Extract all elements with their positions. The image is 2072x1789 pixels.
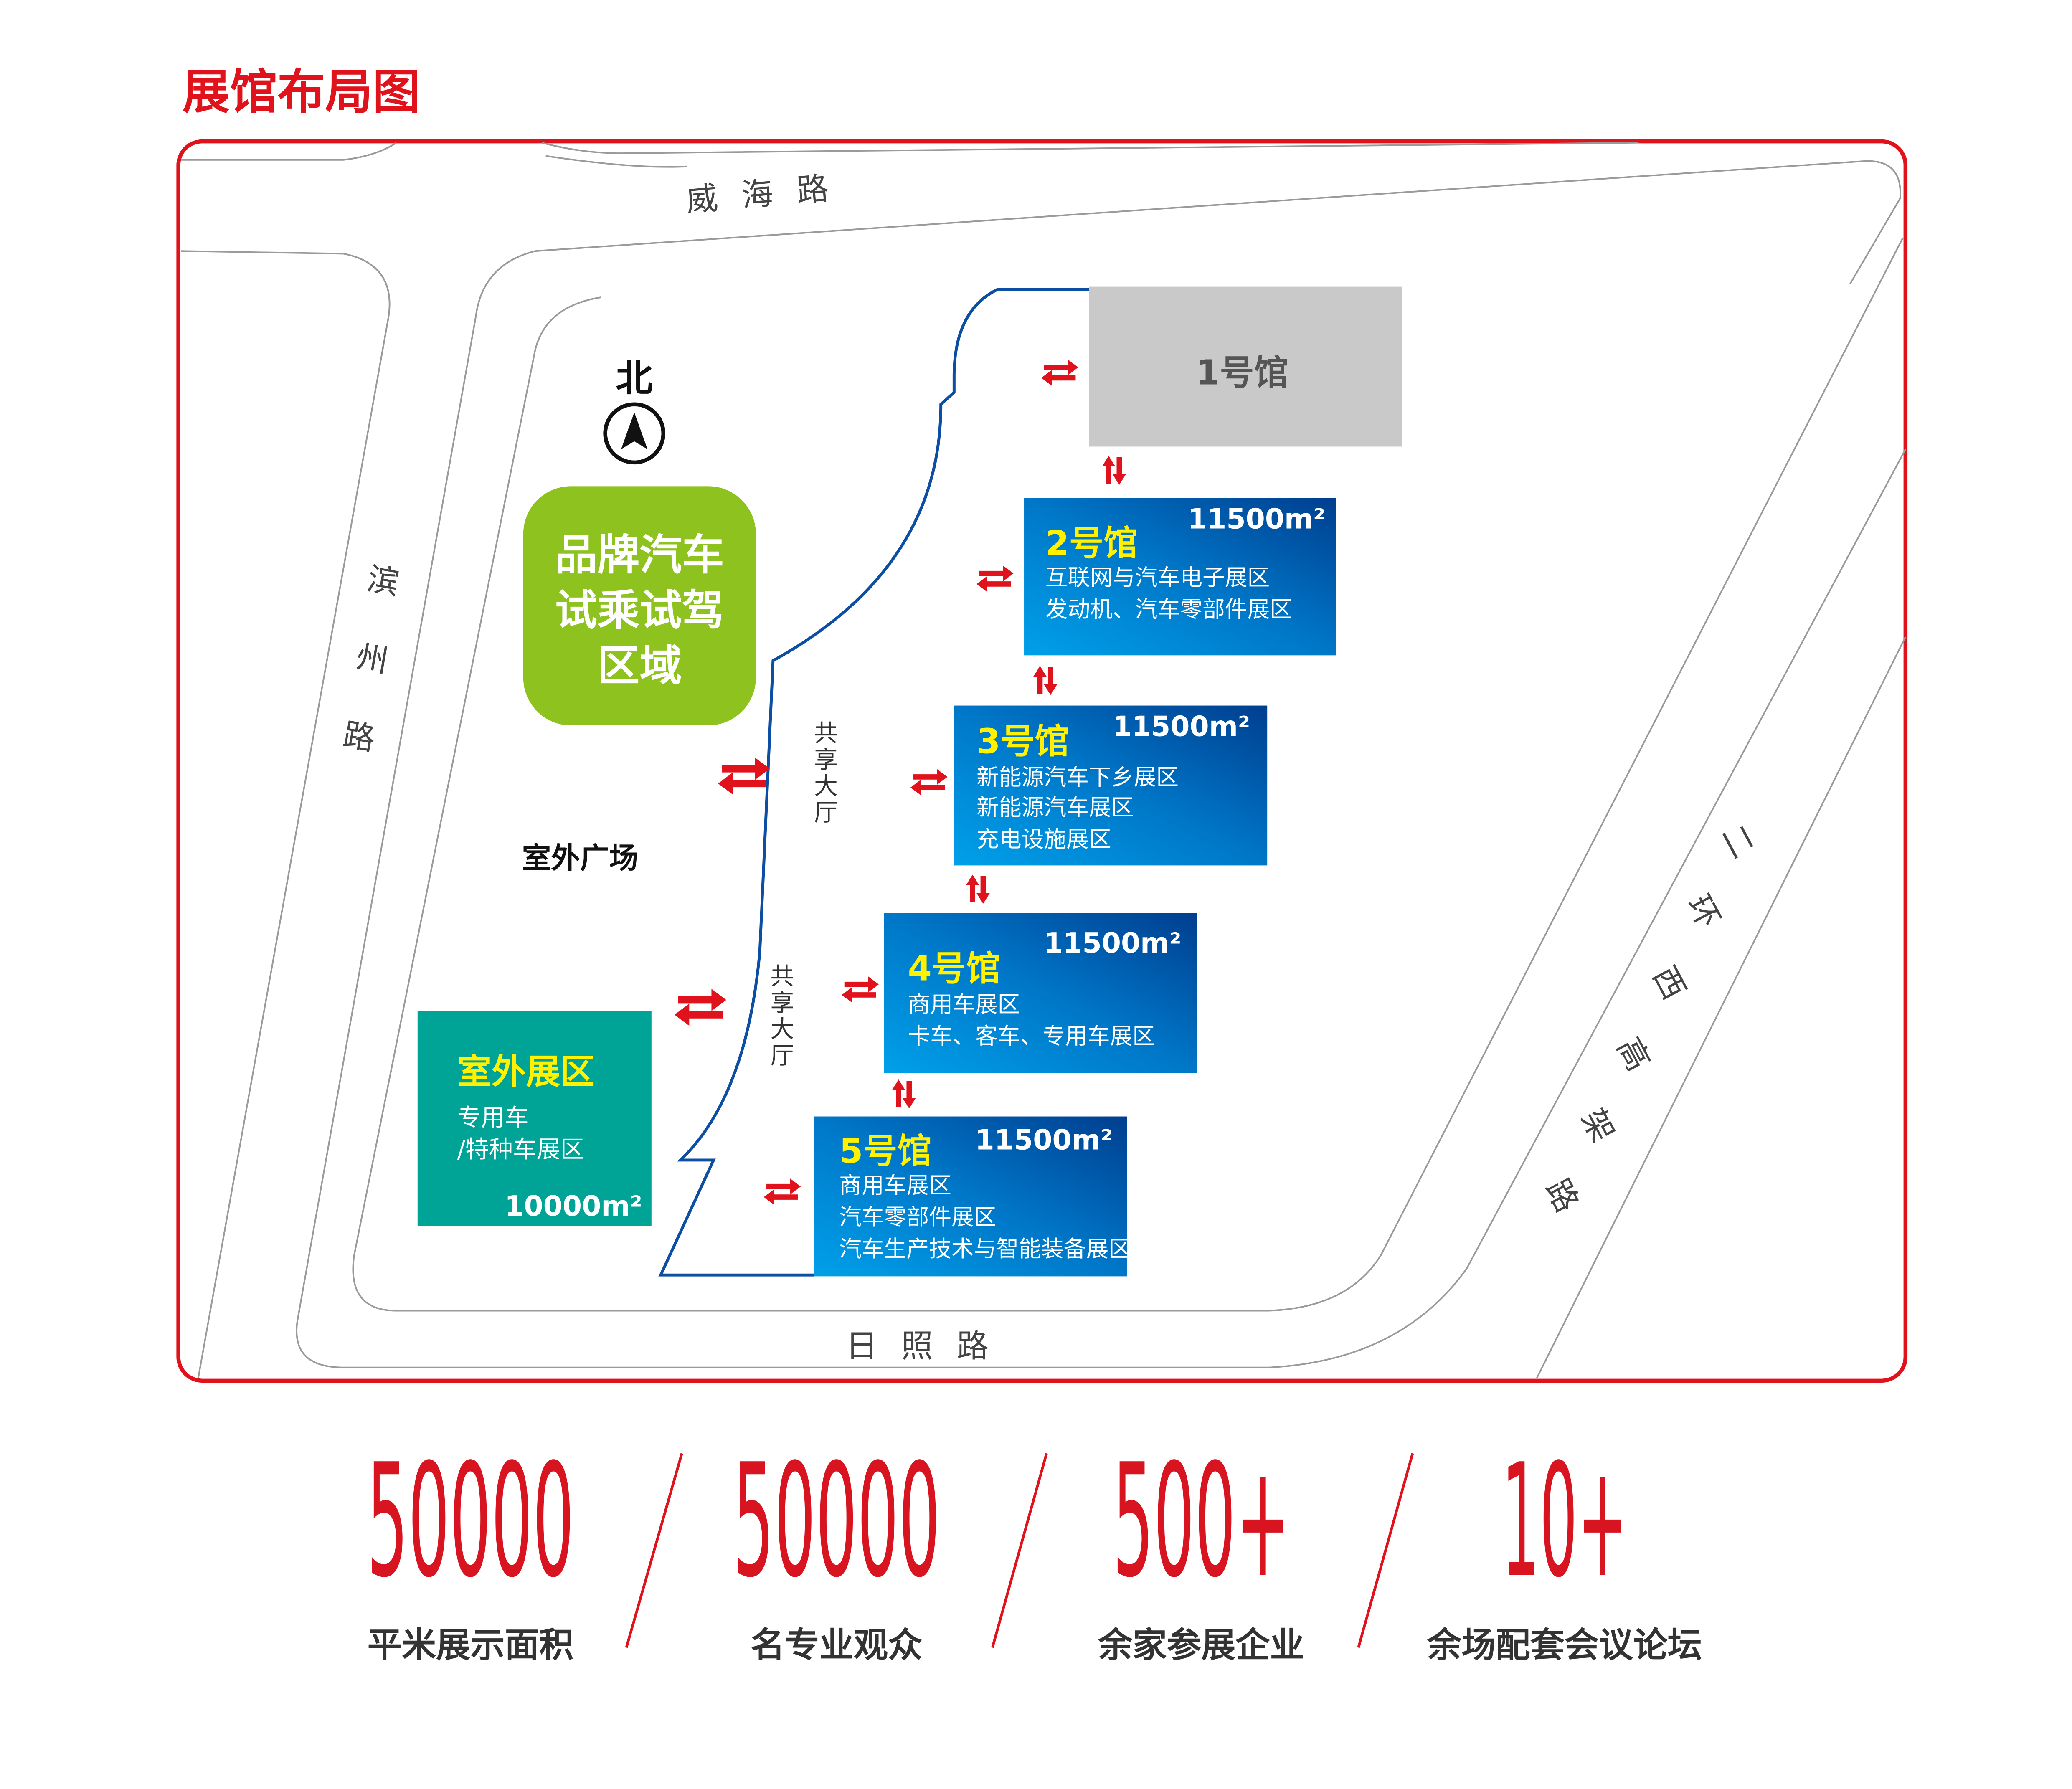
hall-zone: 卡车、客车、专用车展区	[908, 1023, 1155, 1049]
svg-text:共: 共	[814, 720, 838, 747]
hall-name: 4号馆	[908, 949, 1001, 989]
divider	[991, 1453, 1048, 1648]
stat-item: 50000 平米展示面积	[367, 1430, 574, 1665]
stat-value: 50000	[367, 1430, 574, 1612]
road-lines	[181, 142, 1907, 1378]
svg-text:享: 享	[771, 989, 794, 1016]
hall-name: 3号馆	[976, 722, 1069, 761]
divider	[1357, 1453, 1414, 1648]
page-title: 展馆布局图	[183, 64, 420, 119]
outdoor-exhibit-zone	[417, 1011, 652, 1226]
hall-name: 5号馆	[839, 1131, 932, 1171]
svg-text:共: 共	[771, 963, 794, 990]
outdoor-exhibit-zone-line: /特种车展区	[457, 1136, 584, 1163]
svg-text:厅: 厅	[814, 799, 838, 826]
outdoor-exhibit-zone-line: 专用车	[457, 1104, 529, 1132]
svg-text:试乘试驾: 试乘试驾	[555, 586, 724, 635]
hall-3[interactable]: 11500m² 3号馆 新能源汽车下乡展区 新能源汽车展区 充电设施展区	[954, 705, 1268, 866]
stat-value: 10+	[1502, 1430, 1628, 1612]
svg-text:大: 大	[771, 1016, 794, 1043]
svg-text:滨: 滨	[365, 560, 402, 602]
test-drive-zone-label: 品牌汽车 试乘试驾 区域	[555, 530, 724, 691]
hall-area: 11500m²	[1113, 710, 1250, 742]
outdoor-exhibit-title: 室外展区	[457, 1052, 595, 1092]
stat-label: 余场配套会议论坛	[1427, 1626, 1702, 1665]
hall-area: 11500m²	[1044, 927, 1181, 959]
stat-label: 平米展示面积	[368, 1626, 574, 1665]
hall-5[interactable]: 11500m² 5号馆 商用车展区 汽车零部件展区 汽车生产技术与智能装备展区	[814, 1116, 1131, 1277]
outdoor-plaza-label: 室外广场	[522, 841, 638, 875]
svg-text:大: 大	[814, 773, 838, 800]
svg-text:州: 州	[353, 638, 391, 680]
road-label-west: 滨 州 路	[340, 560, 402, 758]
svg-text:厅: 厅	[771, 1042, 794, 1069]
stat-value: 50000	[733, 1430, 940, 1612]
hall-zone: 汽车零部件展区	[839, 1204, 996, 1230]
stats-row: 50000 平米展示面积 50000 名专业观众 500+ 余家参展企业 10+…	[367, 1430, 1702, 1665]
north-arrow-icon	[603, 402, 666, 465]
hall-zone: 商用车展区	[908, 991, 1020, 1018]
hall-area: 11500m²	[975, 1124, 1113, 1156]
hall-zone: 新能源汽车下乡展区	[976, 764, 1179, 790]
stat-item: 50000 名专业观众	[733, 1430, 940, 1665]
compass-label: 北	[616, 357, 653, 400]
road-label-south: 日照路	[846, 1328, 989, 1364]
hall-name: 2号馆	[1045, 524, 1138, 563]
shared-hall-label: 共 享 大 厅	[814, 720, 838, 826]
hall-zone: 汽车生产技术与智能装备展区	[839, 1236, 1131, 1262]
shared-hall-label: 共 享 大 厅	[771, 963, 794, 1069]
svg-text:享: 享	[814, 746, 838, 773]
hall-zone: 新能源汽车展区	[976, 794, 1134, 821]
divider	[625, 1453, 683, 1648]
stat-value: 500+	[1113, 1430, 1290, 1612]
stat-label: 余家参展企业	[1098, 1626, 1304, 1665]
hall-zone: 发动机、汽车零部件展区	[1045, 596, 1292, 623]
stat-item: 500+ 余家参展企业	[1098, 1430, 1304, 1665]
svg-text:区域: 区域	[597, 641, 682, 690]
svg-text:路: 路	[340, 716, 378, 758]
hall-1[interactable]: 1号馆	[1089, 286, 1402, 447]
hall-4[interactable]: 11500m² 4号馆 商用车展区 卡车、客车、专用车展区	[884, 913, 1197, 1073]
hall-area: 11500m²	[1188, 503, 1325, 535]
road-label-north: 威海路	[685, 170, 830, 219]
hall-zone: 互联网与汽车电子展区	[1045, 565, 1270, 591]
outdoor-exhibit-area: 10000m²	[505, 1190, 642, 1222]
stat-item: 10+ 余场配套会议论坛	[1427, 1430, 1702, 1665]
svg-text:品牌汽车: 品牌汽车	[555, 530, 724, 580]
shared-hall-outline	[658, 288, 1091, 1277]
hall-2[interactable]: 11500m² 2号馆 互联网与汽车电子展区 发动机、汽车零部件展区	[1024, 498, 1336, 656]
hall-name: 1号馆	[1196, 353, 1288, 393]
test-drive-zone	[523, 486, 756, 726]
hall-zone: 商用车展区	[839, 1172, 951, 1199]
hall-zone: 充电设施展区	[976, 826, 1111, 852]
stat-label: 名专业观众	[751, 1626, 922, 1665]
